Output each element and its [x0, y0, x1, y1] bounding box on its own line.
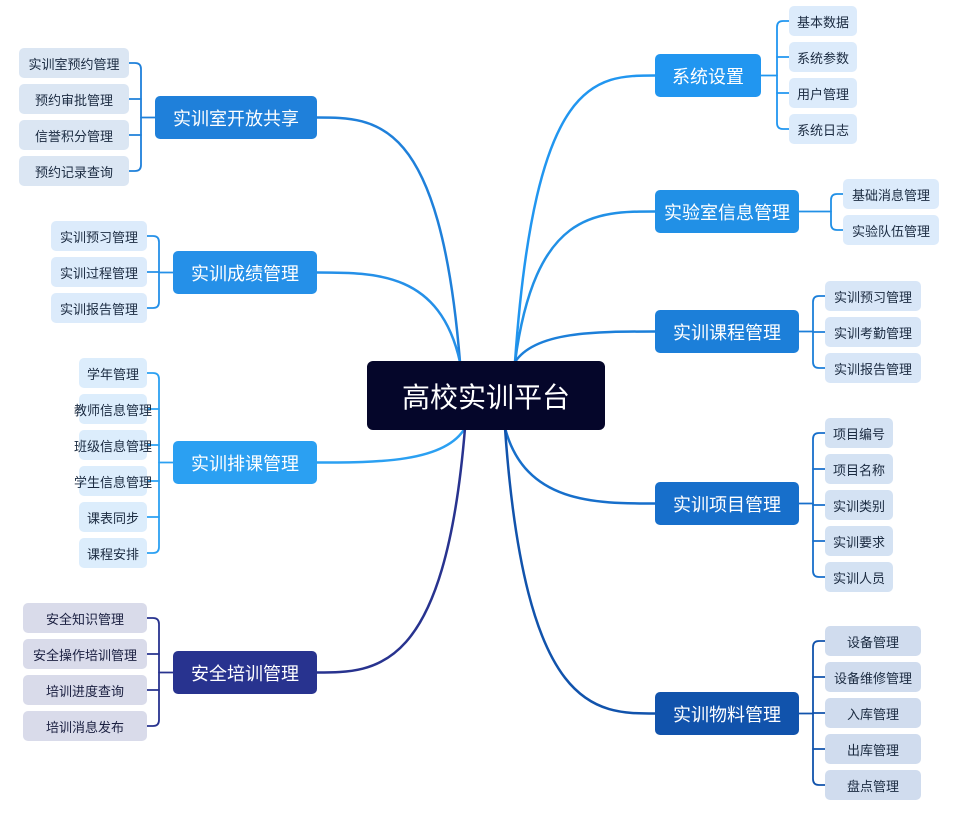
leaf-node[interactable]: 教师信息管理 — [74, 394, 152, 424]
branch-node[interactable]: 实训成绩管理 — [173, 251, 317, 294]
leaf-node[interactable]: 实训预习管理 — [51, 221, 147, 251]
root-node[interactable]: 高校实训平台 — [367, 361, 605, 430]
leaf-node[interactable]: 盘点管理 — [825, 770, 921, 800]
branch-node[interactable]: 系统设置 — [655, 54, 761, 97]
branch-node[interactable]: 实验室信息管理 — [655, 190, 799, 233]
leaf-node[interactable]: 安全操作培训管理 — [23, 639, 147, 669]
leaf-node[interactable]: 项目名称 — [825, 454, 893, 484]
leaf-node[interactable]: 实训报告管理 — [825, 353, 921, 383]
leaf-node[interactable]: 项目编号 — [825, 418, 893, 448]
leaf-node[interactable]: 学生信息管理 — [74, 466, 152, 496]
leaf-node[interactable]: 实训室预约管理 — [19, 48, 129, 78]
leaf-node[interactable]: 实验队伍管理 — [843, 215, 939, 245]
leaf-node[interactable]: 出库管理 — [825, 734, 921, 764]
bracket-line — [128, 62, 142, 172]
leaf-node[interactable]: 设备维修管理 — [825, 662, 921, 692]
branch-connector — [315, 426, 467, 674]
leaf-node[interactable]: 预约审批管理 — [19, 84, 129, 114]
branch-connector — [503, 426, 657, 715]
bracket-line — [146, 617, 160, 727]
leaf-node[interactable]: 实训人员 — [825, 562, 893, 592]
leaf-node[interactable]: 实训要求 — [825, 526, 893, 556]
branch-connector — [513, 74, 657, 364]
leaf-node[interactable]: 基本数据 — [789, 6, 857, 36]
leaf-node[interactable]: 实训预习管理 — [825, 281, 921, 311]
leaf-node[interactable]: 学年管理 — [79, 358, 147, 388]
leaf-node[interactable]: 实训类别 — [825, 490, 893, 520]
branch-connector — [315, 271, 462, 364]
leaf-node[interactable]: 用户管理 — [789, 78, 857, 108]
leaf-node[interactable]: 基础消息管理 — [843, 179, 939, 209]
leaf-node[interactable]: 课表同步 — [79, 502, 147, 532]
bracket-line — [146, 372, 160, 554]
leaf-node[interactable]: 培训进度查询 — [23, 675, 147, 705]
leaf-node[interactable]: 实训过程管理 — [51, 257, 147, 287]
branch-connector — [513, 330, 657, 364]
leaf-node[interactable]: 实训报告管理 — [51, 293, 147, 323]
branch-connector — [315, 426, 467, 464]
branch-node[interactable]: 实训项目管理 — [655, 482, 799, 525]
leaf-node[interactable]: 设备管理 — [825, 626, 921, 656]
branch-node[interactable]: 实训课程管理 — [655, 310, 799, 353]
branch-node[interactable]: 实训排课管理 — [173, 441, 317, 484]
leaf-node[interactable]: 系统日志 — [789, 114, 857, 144]
leaf-node[interactable]: 信誉积分管理 — [19, 120, 129, 150]
bracket-line — [830, 193, 844, 231]
leaf-node[interactable]: 系统参数 — [789, 42, 857, 72]
leaf-node[interactable]: 班级信息管理 — [74, 430, 152, 460]
leaf-node[interactable]: 预约记录查询 — [19, 156, 129, 186]
bracket-line — [776, 20, 790, 130]
leaf-node[interactable]: 培训消息发布 — [23, 711, 147, 741]
branch-connector — [513, 210, 657, 364]
branch-connector — [503, 426, 657, 505]
branch-node[interactable]: 安全培训管理 — [173, 651, 317, 694]
leaf-node[interactable]: 入库管理 — [825, 698, 921, 728]
leaf-node[interactable]: 实训考勤管理 — [825, 317, 921, 347]
branch-node[interactable]: 实训物料管理 — [655, 692, 799, 735]
leaf-node[interactable]: 安全知识管理 — [23, 603, 147, 633]
leaf-node[interactable]: 课程安排 — [79, 538, 147, 568]
branch-node[interactable]: 实训室开放共享 — [155, 96, 317, 139]
branch-connector — [315, 116, 462, 364]
